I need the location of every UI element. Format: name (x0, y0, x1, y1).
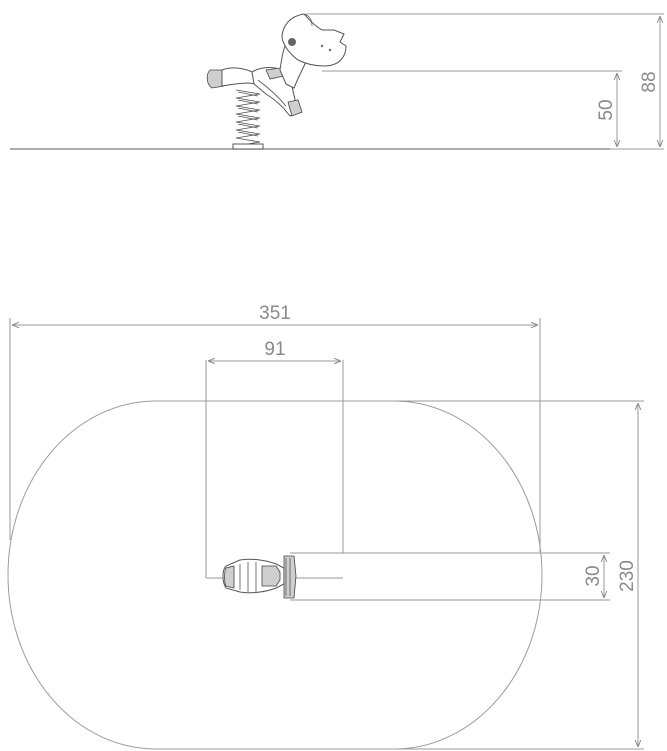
spring-icon (232, 89, 264, 150)
dim-label-total-depth: 230 (617, 560, 638, 592)
dim-label-total-height: 88 (639, 71, 660, 92)
dim-label-item-width: 91 (264, 339, 285, 360)
dim-label-seat-height: 50 (596, 99, 617, 120)
rhino-eye-icon (288, 38, 296, 46)
safety-zone-outline (7, 400, 543, 750)
dim-label-item-depth: 30 (583, 565, 604, 586)
dim-label-total-width: 351 (259, 303, 291, 324)
rhino-rider-top-icon (222, 555, 297, 599)
side-view: 88 50 (10, 13, 664, 150)
plan-view: 351 91 30 230 (7, 303, 644, 750)
rhino-rider-side-icon (206, 13, 347, 117)
